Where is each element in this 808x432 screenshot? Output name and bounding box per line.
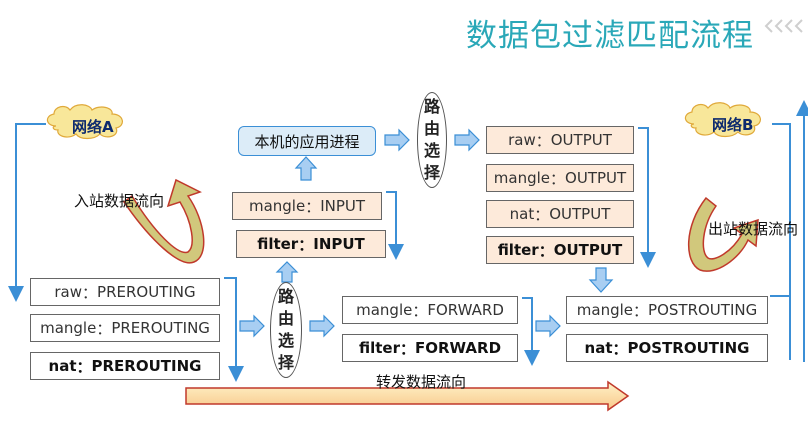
arrow-route-to-input [275, 261, 299, 283]
chain-name: INPUT [320, 197, 366, 215]
chain-box-mangle-forward: mangle：FORWARD [342, 296, 518, 324]
separator: ： [82, 283, 98, 302]
arrow-route-to-output [454, 128, 480, 152]
chain-box-nat-output: nat：OUTPUT [486, 200, 634, 228]
chain-box-raw-output: raw：OUTPUT [486, 126, 634, 154]
routing-char: 由 [423, 119, 440, 138]
network-a-line [8, 123, 46, 302]
separator: ： [550, 169, 566, 188]
forward-bracket [522, 297, 540, 366]
inbound-curved-arrow [122, 178, 205, 264]
output-bracket [638, 127, 656, 268]
separator: ： [399, 339, 415, 358]
table-name: filter [358, 339, 400, 357]
arrow-process-to-route [384, 128, 410, 152]
separator: ： [538, 241, 554, 260]
chain-name: PREROUTING [111, 319, 210, 337]
chain-box-filter-forward: filter：FORWARD [342, 334, 518, 362]
page-title: 数据包过滤匹配流程 [466, 18, 754, 54]
chain-name: OUTPUT [549, 205, 611, 223]
outbound-flow-label: 出站数据流向 [708, 220, 799, 238]
title-decoration-icon [764, 19, 803, 33]
arrow-forward-to-post [535, 314, 561, 338]
chain-box-filter-input: filter：INPUT [236, 230, 386, 258]
separator: ： [96, 319, 112, 338]
chain-box-mangle-prerouting: mangle：PREROUTING [30, 314, 220, 342]
table-name: nat [584, 339, 613, 357]
network-b-line [772, 123, 791, 360]
input-bracket [386, 191, 404, 260]
table-name: mangle [248, 197, 306, 215]
chain-box-mangle-input: mangle：INPUT [232, 192, 382, 220]
routing-char: 由 [277, 309, 294, 328]
prerouting-bracket [224, 277, 244, 382]
routing-char: 选 [277, 331, 294, 350]
chain-box-nat-prerouting: nat：PREROUTING [30, 352, 220, 380]
routing-char: 择 [277, 353, 294, 372]
forward-flow-arrow [185, 380, 630, 412]
chain-box-nat-postrouting: nat：POSTROUTING [566, 334, 768, 362]
chain-name: FORWARD [427, 301, 504, 319]
chain-name: POSTROUTING [627, 339, 750, 357]
table-name: raw [54, 283, 83, 301]
postrouting-bracket [770, 295, 791, 360]
chain-box-filter-output: filter：OUTPUT [486, 236, 634, 264]
chain-name: POSTROUTING [648, 301, 758, 319]
routing-char: 选 [423, 141, 440, 160]
network-b-cloud [684, 102, 761, 138]
chain-name: FORWARD [415, 339, 502, 357]
chain-name: PREROUTING [91, 357, 202, 375]
table-name: filter [497, 241, 539, 259]
separator: ： [412, 301, 428, 320]
arrow-input-to-process [294, 156, 318, 181]
inbound-flow-label: 入站数据流向 [74, 192, 165, 210]
table-name: nat [509, 205, 535, 223]
local-process-box: 本机的应用进程 [238, 126, 376, 156]
separator: ： [305, 197, 321, 216]
separator: ： [534, 205, 550, 224]
chain-box-mangle-postrouting: mangle：POSTROUTING [566, 296, 768, 324]
routing-char: 路 [277, 287, 294, 306]
routing-char: 择 [423, 163, 440, 182]
chain-name: OUTPUT [550, 131, 612, 149]
network-a-cloud [46, 104, 123, 140]
arrow-pre-to-route [239, 314, 265, 338]
chain-name: PREROUTING [97, 283, 196, 301]
routing-char: 路 [423, 97, 440, 116]
table-name: filter [257, 235, 299, 253]
routing-decision-top: 路 由 选 择 [417, 92, 447, 188]
separator: ： [612, 339, 628, 358]
chain-box-mangle-output: mangle：OUTPUT [486, 164, 634, 192]
table-name: raw [508, 131, 536, 149]
separator: ： [298, 235, 314, 254]
table-name: nat [48, 357, 77, 375]
table-name: mangle [493, 169, 551, 187]
forward-flow-label: 转发数据流向 [376, 373, 467, 391]
chain-box-raw-prerouting: raw：PREROUTING [30, 278, 220, 306]
routing-decision-bottom: 路 由 选 择 [270, 282, 302, 378]
chain-name: OUTPUT [565, 169, 627, 187]
arrow-output-to-post [588, 267, 614, 293]
outbound-curved-arrow [688, 196, 759, 272]
table-name: mangle [40, 319, 97, 337]
network-b-label: 网络B [712, 116, 754, 134]
network-a-label: 网络A [72, 118, 114, 136]
separator: ： [535, 131, 551, 150]
table-name: mangle [576, 301, 634, 319]
separator: ： [76, 357, 92, 376]
table-name: mangle [356, 301, 413, 319]
chain-name: INPUT [313, 235, 365, 253]
separator: ： [633, 301, 649, 320]
chain-name: OUTPUT [553, 241, 623, 259]
arrow-route-to-forward [309, 314, 335, 338]
